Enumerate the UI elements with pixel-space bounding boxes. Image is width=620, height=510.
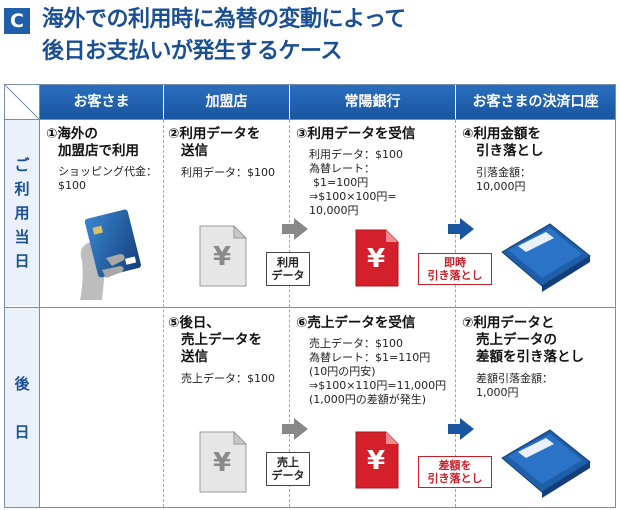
tag-line: 差額を: [438, 459, 472, 472]
column-header-bank: 常陽銀行: [290, 85, 455, 119]
gray-yen-document-icon: ¥: [198, 224, 248, 288]
corner-diagonal: [4, 84, 40, 120]
tag-line: 引き落とし: [427, 269, 483, 282]
row-label-char: 用: [14, 204, 30, 222]
page-title-line2: 後日お支払いが発生するケース: [42, 39, 342, 64]
step4-text: 引落金額：: [476, 166, 531, 179]
page-title-line1: 海外での利用時に為替の変動によって: [42, 7, 406, 32]
arrow-right-blue-icon: [448, 418, 474, 440]
yen-glyph: ¥: [366, 244, 386, 274]
step7-text: 1,000円: [476, 386, 519, 399]
step2-title: ②利用データを: [168, 126, 261, 142]
tag-line: 利用: [277, 256, 299, 269]
step6-text: 売上データ：$100: [309, 337, 403, 350]
row-label-char: 日: [14, 252, 30, 270]
red-yen-document-icon: ¥: [354, 430, 400, 490]
row-header-same-day: ご 利 用 当 日: [5, 120, 39, 306]
step2-text: 利用データ：$100: [181, 166, 275, 179]
passbook-icon: [501, 223, 591, 292]
step1-title: 加盟店で利用: [58, 143, 139, 159]
step6-text: (10円の円安): [309, 365, 376, 378]
grid-line: [5, 307, 615, 308]
usage-data-tag: 利用 データ: [266, 252, 310, 286]
tag-line: データ: [271, 269, 305, 282]
gray-yen-document-icon: ¥: [198, 430, 248, 494]
step1-title: ①海外の: [46, 126, 98, 142]
tag-line: 引き落とし: [427, 472, 483, 485]
step5-title: 送信: [181, 349, 208, 365]
step5-text: 売上データ：$100: [181, 372, 275, 385]
step6-text: (1,000円の差額が発生): [309, 393, 427, 406]
step3-text: 為替レート：: [309, 162, 375, 175]
flow-table: [4, 84, 616, 508]
tag-line: 即時: [444, 256, 466, 269]
step3-title: ③利用データを受信: [296, 126, 416, 142]
arrow-right-blue-icon: [448, 218, 474, 240]
table-corner: [4, 84, 40, 120]
step7-title: 差額を引き落とし: [476, 349, 584, 365]
row-label-char: 利: [14, 180, 30, 198]
section-badge: C: [4, 8, 30, 34]
yen-glyph: ¥: [212, 242, 232, 272]
row-label-char: ご: [14, 156, 30, 174]
step1-text: $100: [58, 179, 86, 192]
red-yen-document-icon: ¥: [354, 228, 400, 288]
tag-line: 売上: [277, 456, 299, 469]
step6-text: 為替レート：$1=110円: [309, 351, 431, 364]
step6-title: ⑥売上データを受信: [296, 315, 416, 331]
row-label-char: 日: [14, 422, 30, 441]
grid-line: [39, 85, 40, 507]
passbook-icon: [501, 429, 591, 498]
step3-text: ⇒$100×100円=: [309, 190, 397, 203]
step5-title: 売上データを: [181, 332, 262, 348]
step3-text: $1=100円: [313, 176, 369, 189]
row-header-later: 後 日: [5, 308, 39, 507]
step2-title: 送信: [181, 143, 208, 159]
step1-text: ショッピング代金：: [58, 165, 157, 178]
arrow-right-icon: [282, 218, 308, 240]
step3-text: 10,000円: [309, 204, 359, 217]
difference-debit-tag: 差額を 引き落とし: [418, 456, 492, 488]
grid-divider: [455, 120, 456, 507]
step7-title: 売上データの: [476, 332, 557, 348]
step7-title: ⑦利用データと: [462, 315, 555, 331]
tag-line: データ: [271, 469, 305, 482]
arrow-right-icon: [282, 418, 308, 440]
row-label-char: 当: [14, 228, 30, 246]
step4-text: 10,000円: [476, 180, 526, 193]
column-header-account: お客さまの決済口座: [456, 85, 615, 119]
column-header-customer: お客さま: [40, 85, 163, 119]
step4-title: 引き落とし: [476, 143, 544, 159]
column-header-merchant: 加盟店: [164, 85, 289, 119]
yen-glyph: ¥: [212, 448, 232, 478]
hand-card-icon: [80, 209, 141, 300]
grid-divider: [163, 120, 164, 507]
step4-title: ④利用金額を: [462, 126, 541, 142]
sales-data-tag: 売上 データ: [266, 452, 310, 486]
step3-text: 利用データ：$100: [309, 148, 403, 161]
step5-title: ⑤後日、: [168, 315, 220, 331]
step7-text: 差額引落金額：: [476, 372, 553, 385]
grid-divider: [289, 120, 290, 507]
grid-line: [5, 119, 615, 120]
row-label-char: 後: [14, 374, 30, 393]
immediate-debit-tag: 即時 引き落とし: [418, 253, 492, 285]
step6-text: ⇒$100×110円=11,000円: [309, 379, 447, 392]
yen-glyph: ¥: [366, 446, 386, 476]
